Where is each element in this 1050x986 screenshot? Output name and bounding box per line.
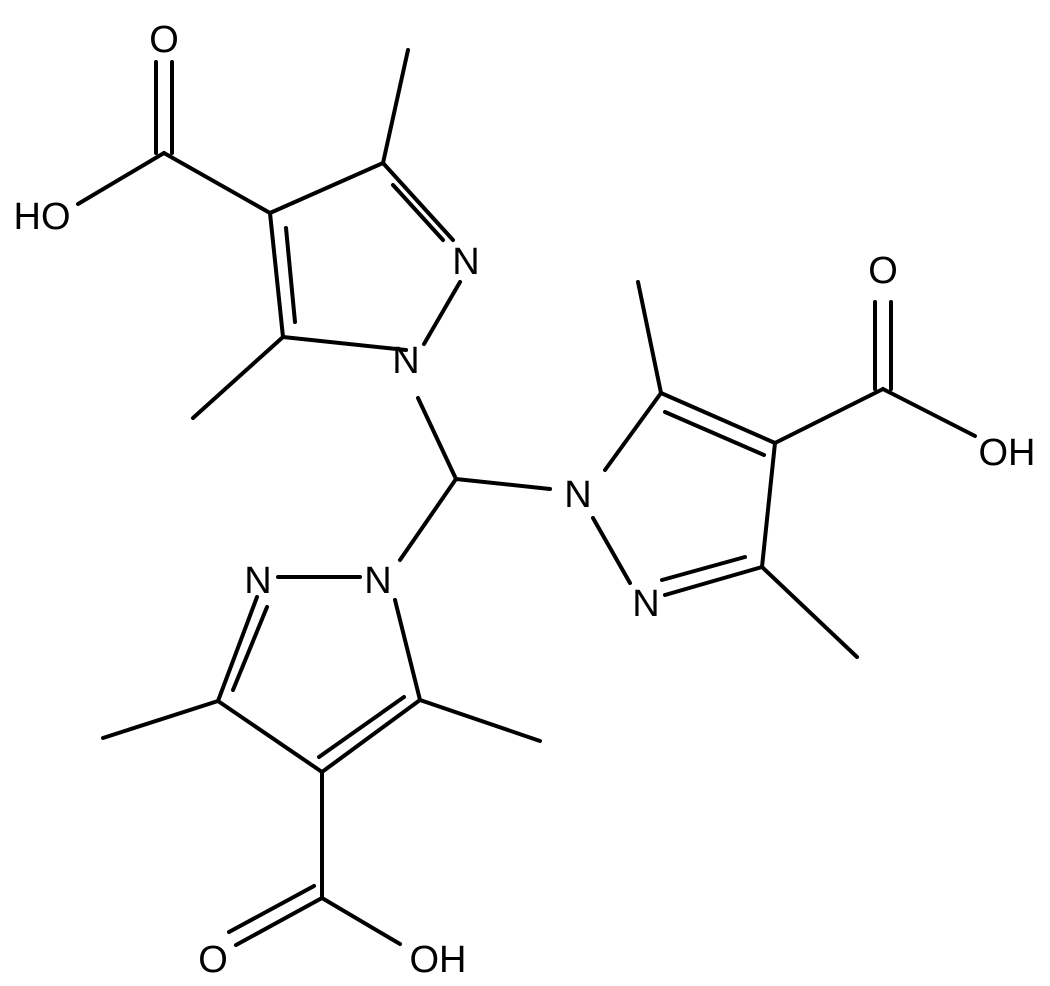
central-methine — [398, 396, 552, 562]
oxygen-carbonyl-bottom-label: O — [198, 939, 228, 981]
oxygen-carbonyl-right-label: O — [868, 250, 898, 292]
hydroxyl-top-label: HO — [14, 196, 71, 238]
nitrogen-n2-right-label: N — [632, 583, 659, 625]
oxygen-carbonyl-top-label: O — [149, 19, 179, 61]
nitrogen-n2-top-label: N — [452, 241, 479, 283]
nitrogen-n2-left-label: N — [244, 560, 271, 602]
nitrogen-n1-left-label: N — [364, 560, 391, 602]
right-pyrazole-ring — [591, 280, 977, 659]
bottom-pyrazole-ring — [101, 575, 542, 947]
hydroxyl-bottom-label: OH — [410, 939, 467, 981]
top-pyrazole-ring — [76, 48, 462, 420]
nitrogen-n1-right-label: N — [564, 474, 591, 516]
hydroxyl-right-label: OH — [979, 432, 1036, 474]
nitrogen-n1-top-label: N — [392, 340, 419, 382]
